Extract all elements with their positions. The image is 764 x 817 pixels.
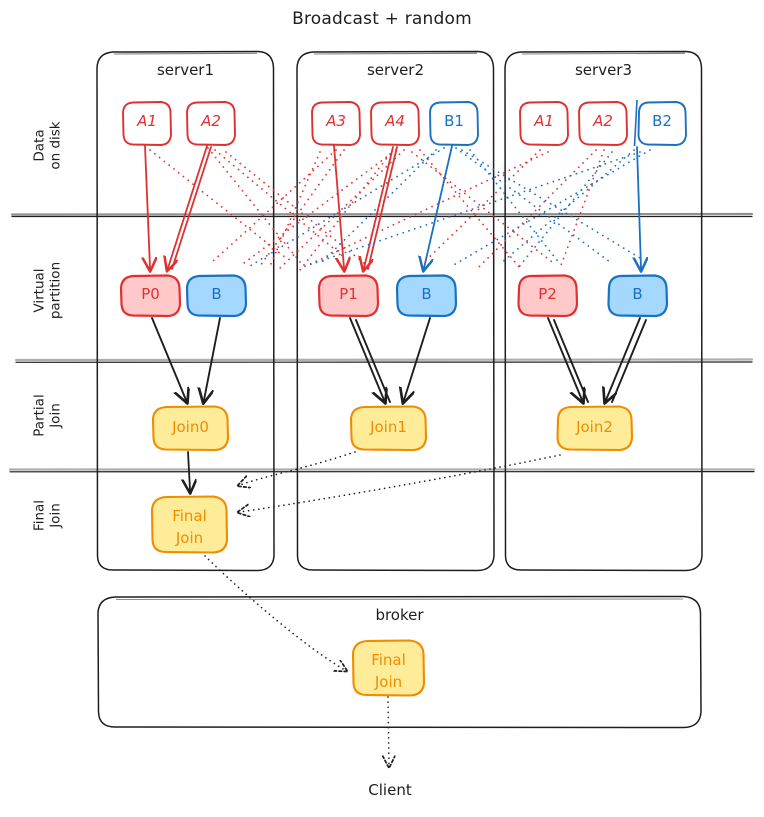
arrows-remote-joins-to-finaljoin bbox=[240, 451, 561, 512]
partition-node-p0[interactable] bbox=[119, 274, 182, 318]
network-edges-blue-dotted bbox=[249, 147, 651, 269]
disk-node-s2-a3[interactable] bbox=[311, 101, 361, 146]
network-edges-red-dotted bbox=[149, 147, 605, 271]
disk-node-s2-b1[interactable] bbox=[429, 101, 479, 146]
disk-node-s3-a1[interactable] bbox=[519, 101, 569, 146]
partial-join-node-join0[interactable] bbox=[151, 405, 230, 452]
partition-node-s2-b[interactable] bbox=[395, 274, 458, 318]
partial-join-node-join2[interactable] bbox=[556, 405, 634, 452]
arrows-disk-to-partition-blue bbox=[424, 145, 641, 268]
final-join-node-server1[interactable] bbox=[150, 495, 229, 554]
arrow-finaljoin-to-broker bbox=[204, 555, 345, 670]
final-join-node-broker[interactable] bbox=[351, 639, 426, 697]
arrow-join0-to-finaljoin bbox=[188, 451, 190, 490]
partition-node-p1[interactable] bbox=[317, 274, 380, 318]
partition-node-p2[interactable] bbox=[517, 274, 579, 318]
server-container-server1 bbox=[96, 50, 275, 572]
server-container-server2 bbox=[296, 50, 495, 572]
disk-node-s1-a1[interactable] bbox=[122, 101, 172, 146]
arrow-broker-to-client bbox=[388, 696, 389, 765]
disk-node-s3-a2[interactable] bbox=[578, 101, 628, 146]
partition-node-s1-b[interactable] bbox=[185, 274, 248, 318]
server-container-server3 bbox=[504, 50, 703, 572]
disk-node-s2-a4[interactable] bbox=[370, 101, 420, 146]
disk-node-s1-a2[interactable] bbox=[186, 101, 236, 146]
arrows-partition-to-partialjoin bbox=[151, 317, 647, 402]
broker-container bbox=[97, 595, 702, 729]
disk-node-s3-b2[interactable] bbox=[633, 99, 687, 147]
partial-join-node-join1[interactable] bbox=[349, 405, 428, 452]
partition-node-s3-b[interactable] bbox=[607, 274, 669, 318]
arrows-disk-to-partition-red bbox=[145, 145, 398, 269]
